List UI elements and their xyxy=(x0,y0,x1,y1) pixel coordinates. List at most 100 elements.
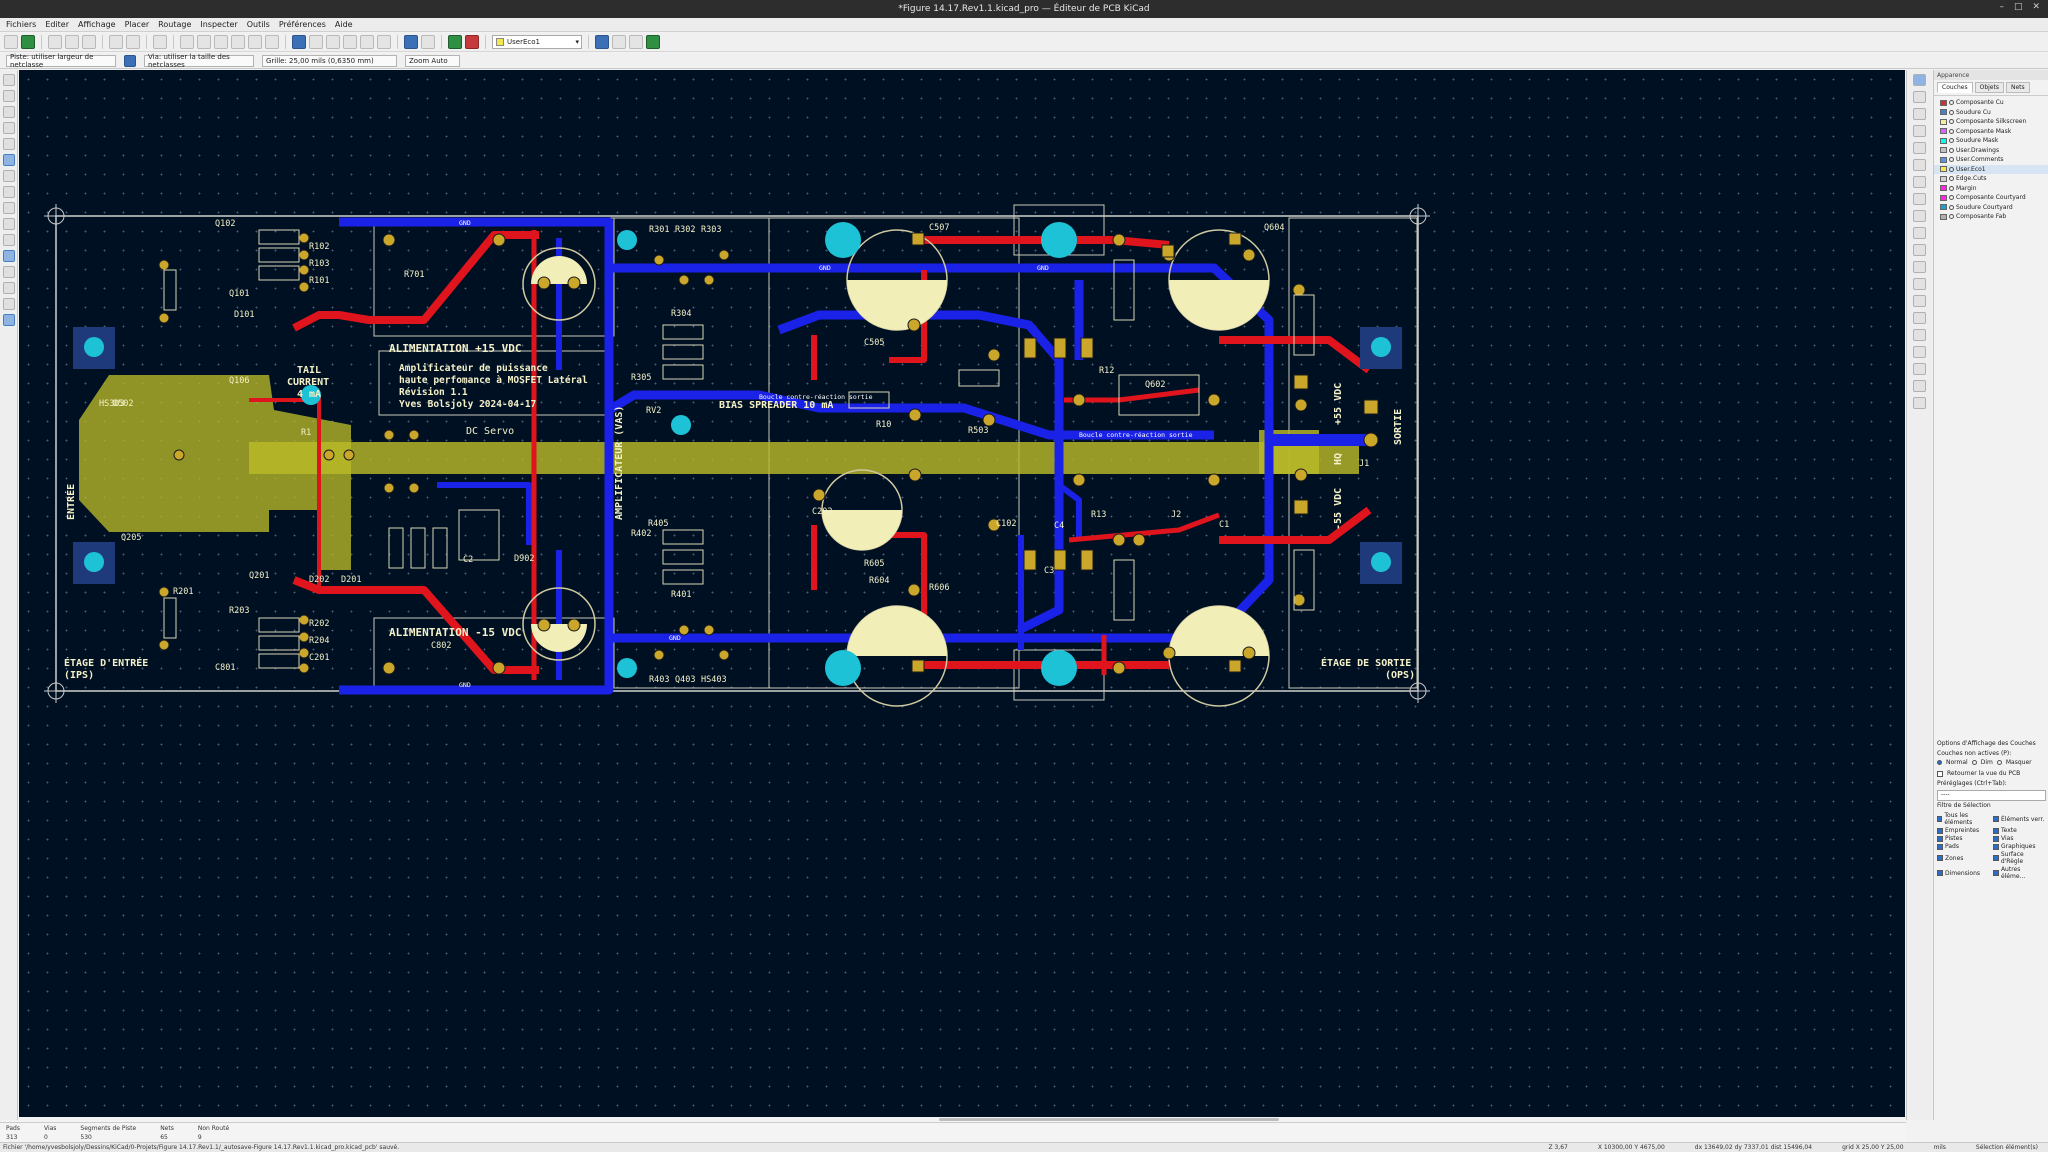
menu-inspecter[interactable]: Inspecter xyxy=(200,20,238,29)
menu-placer[interactable]: Placer xyxy=(124,20,150,29)
eye-icon[interactable] xyxy=(1949,204,1954,210)
filter-checkbox[interactable] xyxy=(1993,827,1999,834)
menu-editer[interactable]: Editer xyxy=(45,20,70,29)
eye-icon[interactable] xyxy=(1949,214,1954,220)
eye-icon[interactable] xyxy=(1949,128,1954,134)
high-contrast-mode-icon[interactable] xyxy=(2,282,15,294)
eye-icon[interactable] xyxy=(1949,185,1954,191)
zoom-fit-icon[interactable] xyxy=(231,35,245,49)
mirror-icon[interactable] xyxy=(326,35,340,49)
netlist-icon[interactable] xyxy=(404,35,418,49)
layer-row-f-cu[interactable]: Composante Cu xyxy=(1934,98,2048,108)
add-layer-align-icon[interactable] xyxy=(1913,346,1926,358)
eye-icon[interactable] xyxy=(1949,100,1954,106)
zone-fill-icon[interactable] xyxy=(2,202,15,214)
pcb-canvas[interactable]: ALIMENTATION +15 VDC ALIMENTATION -15 VD… xyxy=(19,70,1905,1117)
zoom-in-icon[interactable] xyxy=(197,35,211,49)
zoom-out-icon[interactable] xyxy=(214,35,228,49)
layer-row-f-silk[interactable]: Composante Silkscreen xyxy=(1934,117,2048,127)
draw-polygon-icon[interactable] xyxy=(1913,295,1926,307)
cursor-shape-icon[interactable] xyxy=(2,154,15,166)
filter-checkbox[interactable] xyxy=(1937,816,1943,822)
layer-select[interactable]: UserEco1 ▾ xyxy=(492,35,582,49)
add-text-icon[interactable] xyxy=(1913,312,1926,324)
eye-icon[interactable] xyxy=(1949,157,1954,163)
layer-color-swatch[interactable] xyxy=(1940,137,1947,144)
footprint-editor-icon[interactable] xyxy=(421,35,435,49)
appearance-panel-icon[interactable] xyxy=(2,314,15,326)
layer-row-user-drawings[interactable]: User.Drawings xyxy=(1934,146,2048,156)
menu-routage[interactable]: Routage xyxy=(158,20,192,29)
high-contrast-icon[interactable] xyxy=(595,35,609,49)
layer-color-swatch[interactable] xyxy=(1940,204,1947,211)
rotate-ccw-icon[interactable] xyxy=(292,35,306,49)
filter-checkbox[interactable] xyxy=(1937,870,1943,876)
zone-outline-icon[interactable] xyxy=(2,218,15,230)
add-via-icon[interactable] xyxy=(1913,176,1926,188)
save-icon[interactable] xyxy=(4,35,18,49)
flip-view-checkbox[interactable] xyxy=(1937,770,1943,777)
zoom-selection-icon[interactable] xyxy=(265,35,279,49)
layer-color-swatch[interactable] xyxy=(1940,194,1947,201)
board-setup-icon[interactable] xyxy=(21,35,35,49)
drc-icon[interactable] xyxy=(448,35,462,49)
eye-icon[interactable] xyxy=(1949,119,1954,125)
via-sketch-icon[interactable] xyxy=(2,250,15,262)
menu-preferences[interactable]: Préférences xyxy=(278,20,326,29)
layer-row-b-courtyard[interactable]: Soudure Courtyard xyxy=(1934,203,2048,213)
python-console-icon[interactable] xyxy=(646,35,660,49)
menu-outils[interactable]: Outils xyxy=(246,20,270,29)
delete-tool-icon[interactable] xyxy=(1913,363,1926,375)
grid-select[interactable]: Grille: 25,00 mils (0,6350 mm) xyxy=(262,54,397,67)
align-icon[interactable] xyxy=(343,35,357,49)
eye-icon[interactable] xyxy=(1949,109,1954,115)
radio-masquer[interactable] xyxy=(1996,760,2002,765)
add-zone-icon[interactable] xyxy=(1913,193,1926,205)
track-sketch-icon[interactable] xyxy=(2,266,15,278)
lock-icon[interactable] xyxy=(360,35,374,49)
eye-icon[interactable] xyxy=(1949,138,1954,144)
route-diff-pair-icon[interactable] xyxy=(1913,142,1926,154)
layer-color-swatch[interactable] xyxy=(1940,99,1947,106)
radio-dim[interactable] xyxy=(1971,760,1977,765)
eye-icon[interactable] xyxy=(1949,166,1954,172)
draw-arc-icon[interactable] xyxy=(1913,244,1926,256)
layer-row-f-fab[interactable]: Composante Fab xyxy=(1934,212,2048,222)
layer-row-margin[interactable]: Margin xyxy=(1934,184,2048,194)
tab-objets[interactable]: Objets xyxy=(1974,82,2004,93)
grid-toggle-icon[interactable] xyxy=(2,74,15,86)
layer-row-edge-cuts[interactable]: Edge.Cuts xyxy=(1934,174,2048,184)
filter-checkbox[interactable] xyxy=(1993,835,1999,842)
horizontal-scrollbar[interactable] xyxy=(19,1117,1905,1123)
polar-coords-icon[interactable] xyxy=(2,90,15,102)
filter-checkbox[interactable] xyxy=(1937,855,1943,861)
filter-checkbox[interactable] xyxy=(1937,835,1943,842)
units-mm-icon[interactable] xyxy=(2,138,15,150)
local-ratsnest-icon[interactable] xyxy=(1913,91,1926,103)
measure-icon[interactable] xyxy=(1913,397,1926,409)
print-icon[interactable] xyxy=(65,35,79,49)
ratsnest-icon[interactable] xyxy=(2,170,15,182)
zoom-select[interactable]: Zoom Auto xyxy=(405,54,460,67)
layer-row-b-cu[interactable]: Soudure Cu xyxy=(1934,108,2048,118)
units-mils-icon[interactable] xyxy=(2,122,15,134)
filter-checkbox[interactable] xyxy=(1937,827,1943,834)
layer-color-swatch[interactable] xyxy=(1940,213,1947,220)
scripting-icon[interactable] xyxy=(465,35,479,49)
units-inch-icon[interactable] xyxy=(2,106,15,118)
maximize-icon[interactable]: □ xyxy=(2013,2,2023,12)
layer-color-swatch[interactable] xyxy=(1940,156,1947,163)
plot-icon[interactable] xyxy=(82,35,96,49)
zoom-objects-icon[interactable] xyxy=(248,35,262,49)
layer-color-swatch[interactable] xyxy=(1940,109,1947,116)
rotate-cw-icon[interactable] xyxy=(309,35,323,49)
add-dimension-icon[interactable] xyxy=(1913,329,1926,341)
filter-checkbox[interactable] xyxy=(1937,843,1943,850)
draw-circle-icon[interactable] xyxy=(1913,278,1926,290)
tab-couches[interactable]: Couches xyxy=(1937,82,1973,93)
auto-track-width-icon[interactable] xyxy=(124,54,136,67)
filter-checkbox[interactable] xyxy=(1993,816,1999,822)
page-settings-icon[interactable] xyxy=(48,35,62,49)
eye-icon[interactable] xyxy=(1949,176,1954,182)
curved-ratsnest-icon[interactable] xyxy=(2,186,15,198)
